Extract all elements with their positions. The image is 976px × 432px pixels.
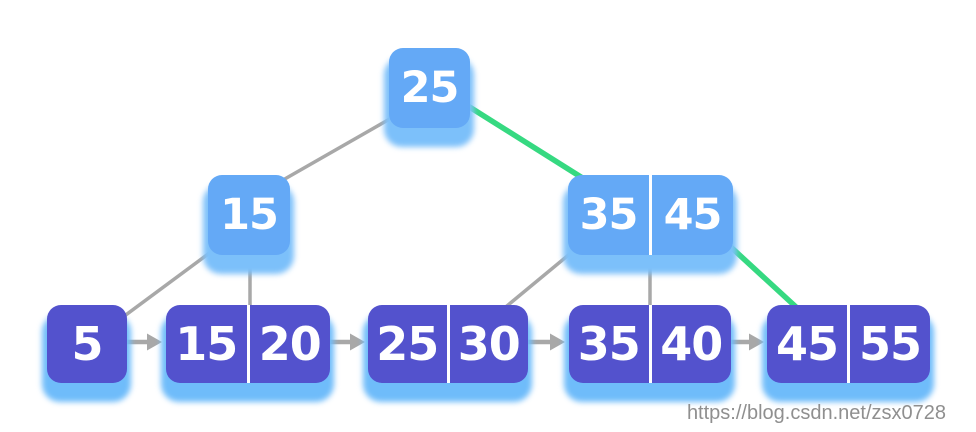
node-card: 15 20 (166, 305, 330, 383)
node-key: 40 (660, 317, 723, 371)
key-divider (648, 305, 652, 383)
leaf-node-45-55: 45 55 (762, 305, 934, 402)
node-card: 25 30 (368, 305, 528, 383)
node-key: 25 (400, 62, 460, 113)
node-card: 45 55 (767, 305, 930, 383)
edge-root-to-internal-15 (274, 110, 404, 186)
key-divider (246, 305, 250, 383)
node-key: 55 (858, 317, 922, 371)
node-key: 5 (71, 317, 103, 371)
node-card: 35 45 (568, 175, 733, 255)
leaf-link-arrow-25-30-to-35-40 (528, 333, 565, 351)
node-key: 15 (175, 317, 238, 371)
key-divider (446, 305, 450, 383)
node-key: 45 (663, 189, 723, 240)
node-key: 35 (577, 317, 641, 371)
node-key: 35 (579, 189, 639, 240)
node-key: 30 (457, 317, 521, 371)
leaf-node-35-40: 35 40 (564, 305, 735, 402)
watermark-url: https://blog.csdn.net/zsx0728 (686, 402, 946, 424)
node-card: 25 (389, 48, 470, 128)
leaf-link-arrow-15-20-to-25-30 (330, 333, 365, 351)
node-key: 45 (775, 317, 839, 371)
leaf-node-25-30: 25 30 (363, 305, 532, 402)
leaf-link-arrow-5-to-15-20 (126, 333, 162, 351)
node-card: 5 (47, 305, 127, 383)
leaf-node-15-20: 15 20 (161, 305, 334, 402)
node-key: 20 (258, 317, 322, 371)
node-key: 25 (376, 317, 439, 371)
leaf-link-arrow-35-40-to-45-55 (730, 333, 764, 351)
edge-root-to-internal-35-45 (457, 98, 603, 192)
node-key: 15 (220, 189, 279, 240)
internal-node-35-45: 35 45 (563, 175, 737, 274)
internal-node-15: 15 (203, 175, 294, 274)
leaf-node-5: 5 (42, 305, 131, 402)
key-divider (847, 305, 850, 383)
internal-node-root: 25 (384, 48, 474, 147)
node-card: 35 40 (569, 305, 731, 383)
key-divider (649, 175, 652, 255)
node-card: 15 (208, 175, 290, 255)
